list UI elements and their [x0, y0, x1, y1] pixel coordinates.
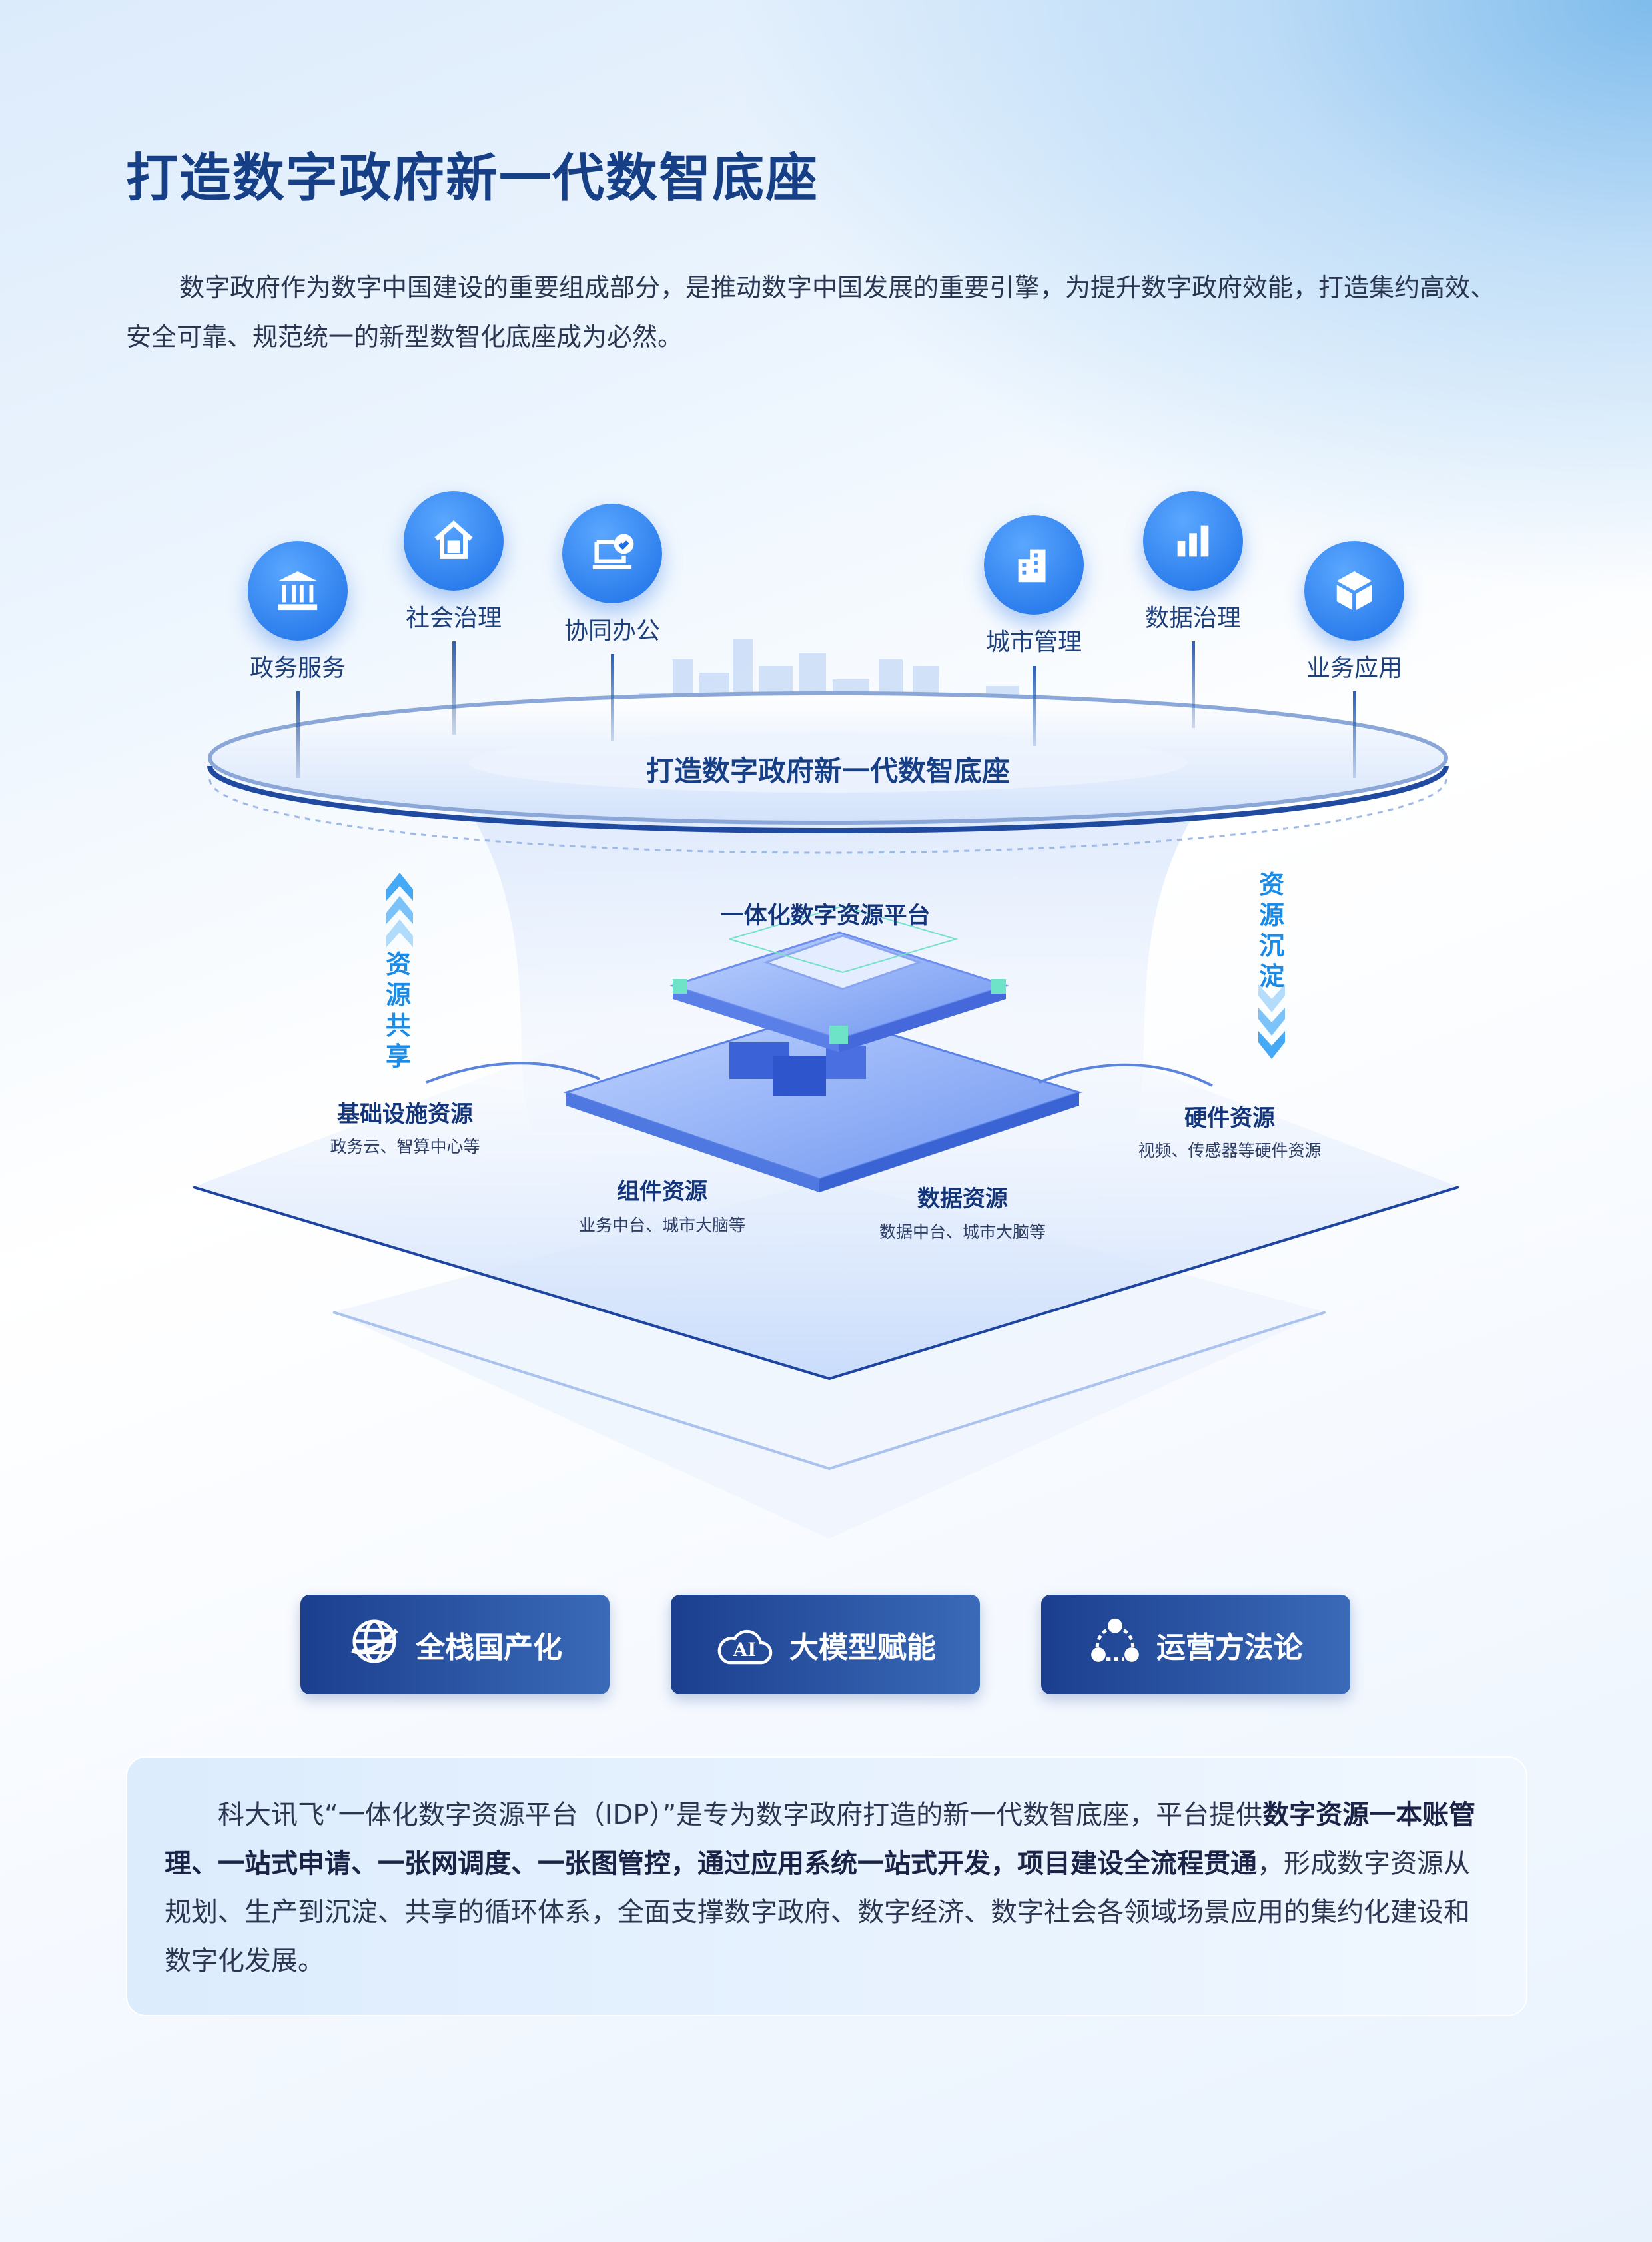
connector-line — [1032, 666, 1036, 746]
resource-title: 组件资源 — [617, 1178, 707, 1205]
connector-line — [452, 641, 456, 735]
network-nodes-icon — [1088, 1615, 1142, 1675]
app-label: 数据治理 — [1144, 605, 1241, 632]
ai-cloud-icon: AI — [715, 1621, 775, 1668]
connector-line — [1353, 691, 1356, 778]
resource-title: 硬件资源 — [1184, 1105, 1275, 1132]
resource-title: 基础设施资源 — [337, 1101, 473, 1128]
app-label: 业务应用 — [1306, 655, 1402, 682]
settle-arrows-down-icon — [1258, 984, 1285, 1059]
app-label: 协同办公 — [564, 617, 660, 645]
button-label: 全栈国产化 — [416, 1631, 562, 1665]
summary-highlight: 数字资源一本账管理、一站式申请、一张网调度、一张图管控，通过应用系统一站式开发，… — [165, 1800, 1476, 1879]
app-label: 社会治理 — [405, 605, 502, 632]
resource-share-label: 资源共享 — [385, 950, 411, 1071]
home-icon — [404, 491, 504, 591]
resource-settle-label: 资源沉淀 — [1258, 870, 1284, 991]
city-buildings-icon — [984, 515, 1084, 615]
resource-subtitle: 视频、传感器等硬件资源 — [1138, 1141, 1322, 1160]
platform-label: 打造数字政府新一代数智底座 — [645, 755, 1010, 787]
large-model-button[interactable]: AI 大模型赋能 — [671, 1595, 980, 1694]
cube-icon — [1304, 541, 1404, 641]
page-title: 打造数字政府新一代数智底座 — [126, 149, 819, 208]
intro-paragraph: 数字政府作为数字中国建设的重要组成部分，是推动数字中国发展的重要引擎，为提升数字… — [126, 273, 1496, 352]
ai-icon-text: AI — [733, 1639, 757, 1661]
button-label: 大模型赋能 — [789, 1631, 936, 1665]
globe-icon — [348, 1615, 401, 1675]
resource-title: 数据资源 — [917, 1186, 1008, 1212]
connector-line — [296, 691, 300, 778]
resource-subtitle: 业务中台、城市大脑等 — [578, 1216, 745, 1235]
resource-subtitle: 政务云、智算中心等 — [330, 1137, 480, 1156]
diagram-graphics — [193, 639, 1459, 1539]
bar-chart-icon — [1143, 491, 1243, 591]
app-label: 城市管理 — [985, 629, 1082, 656]
summary-box: 科大讯飞“一体化数字资源平台（IDP）”是专为数字政府打造的新一代数智底座，平台… — [126, 1756, 1527, 2016]
app-node-collab-office[interactable]: 协同办公 — [526, 504, 699, 646]
share-arrows-up-icon — [386, 873, 413, 947]
app-node-city-management[interactable]: 城市管理 — [947, 515, 1120, 657]
government-building-icon — [248, 541, 348, 641]
resource-subtitle: 数据中台、城市大脑等 — [879, 1222, 1046, 1242]
core-platform-label: 一体化数字资源平台 — [720, 903, 931, 929]
summary-text: ，形成数字资源从规划、生产到沉淀、共享的循环体系，全面支撑数字政府、数字经济、数… — [165, 1848, 1470, 1976]
full-stack-domestic-button[interactable]: 全栈国产化 — [300, 1595, 610, 1694]
app-label: 政务服务 — [249, 655, 346, 682]
app-node-social-governance[interactable]: 社会治理 — [367, 491, 540, 633]
connector-line — [1192, 641, 1195, 728]
button-label: 运营方法论 — [1156, 1631, 1303, 1665]
laptop-check-icon — [562, 504, 662, 603]
operation-methodology-button[interactable]: 运营方法论 — [1041, 1595, 1350, 1694]
app-node-business-app[interactable]: 业务应用 — [1268, 541, 1441, 683]
core-platform-stack — [563, 905, 1082, 1192]
app-node-data-governance[interactable]: 数据治理 — [1106, 491, 1280, 633]
summary-text: 科大讯飞“一体化数字资源平台（IDP）”是专为数字政府打造的新一代数智底座，平台… — [218, 1800, 1263, 1830]
app-node-gov-service[interactable]: 政务服务 — [211, 541, 384, 683]
connector-line — [611, 654, 614, 741]
